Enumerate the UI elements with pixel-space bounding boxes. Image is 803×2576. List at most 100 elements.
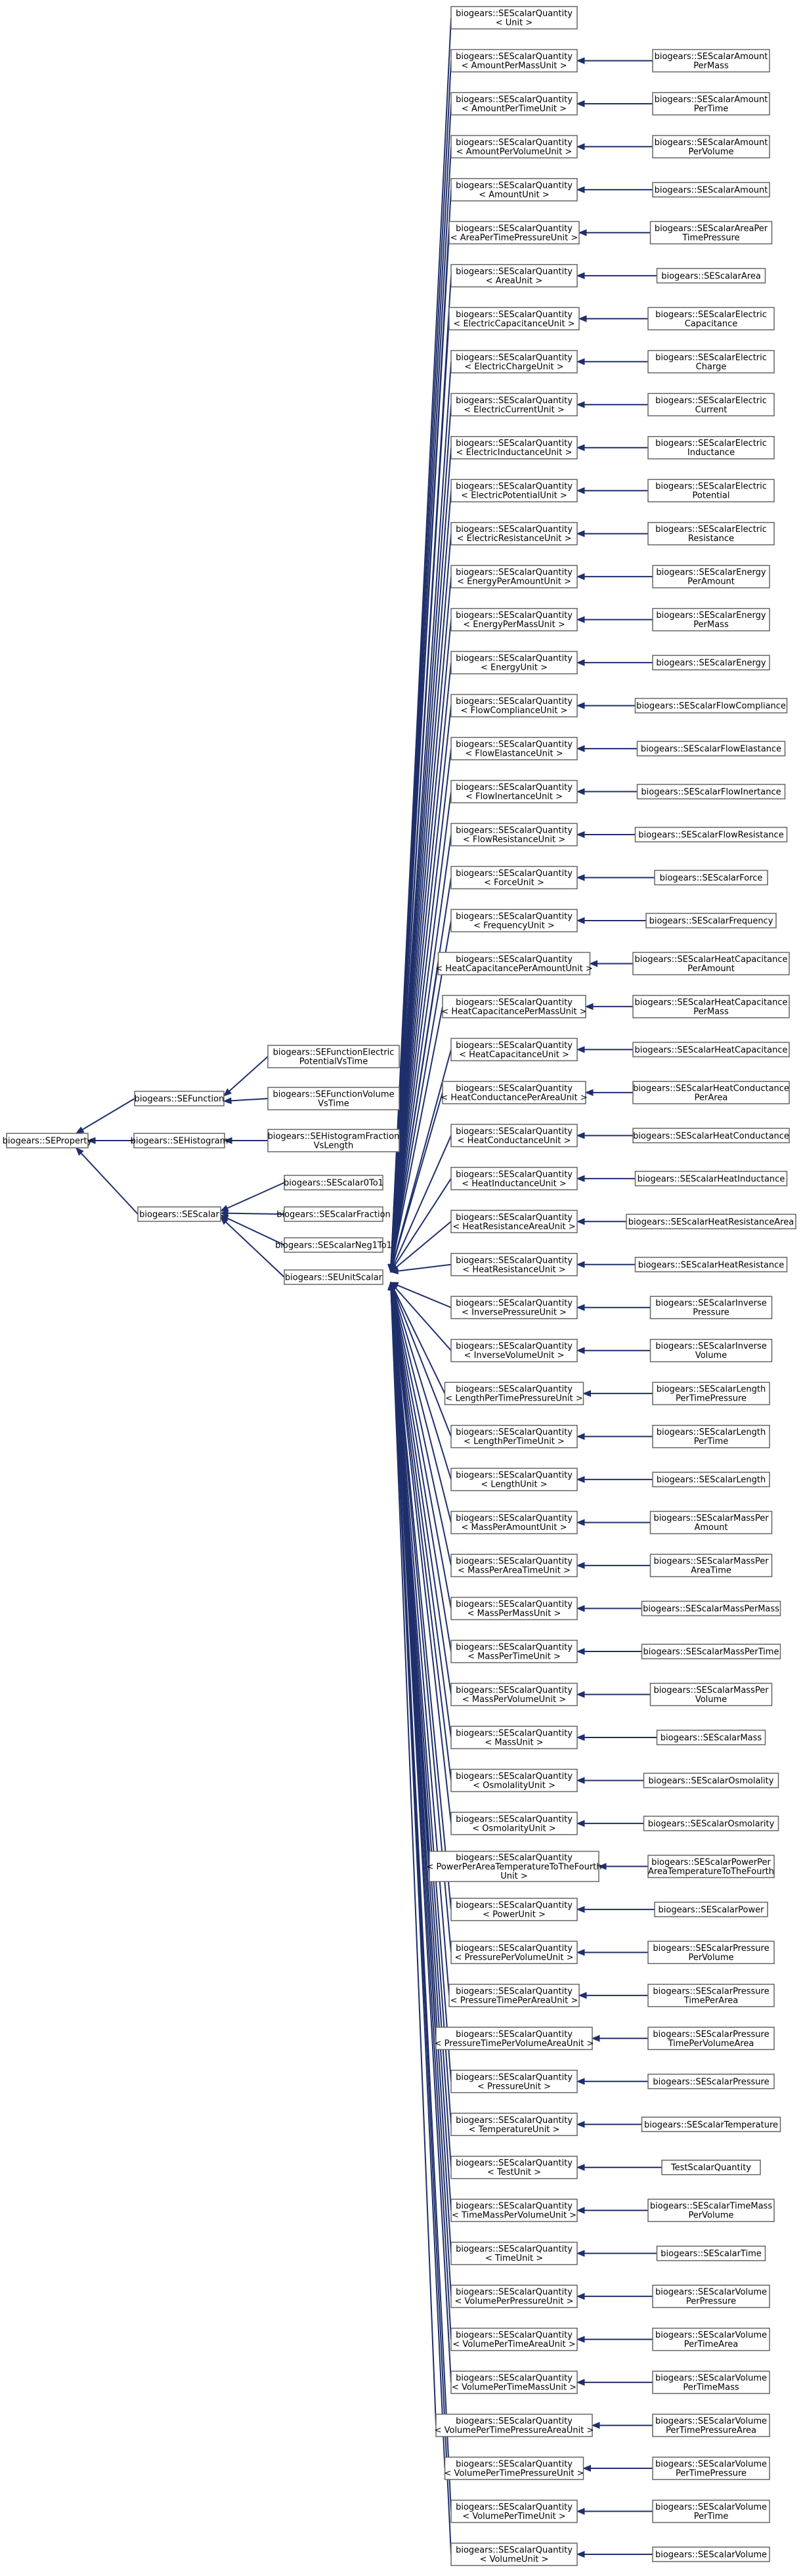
class-scalar-quantity-pressuretimeperareaunit[interactable]: biogears::SEScalarQuantity< PressureTime… (448, 1984, 580, 2007)
class-scalar-quantity-pressureunit[interactable]: biogears::SEScalarQuantity< PressureUnit… (450, 2070, 578, 2093)
class-scalar-quantity-energyperamountunit[interactable]: biogears::SEScalarQuantity< EnergyPerAmo… (450, 565, 578, 588)
class-scalar-quantity-volumeperpressureunit[interactable]: biogears::SEScalarQuantity< VolumePerPre… (450, 2284, 578, 2308)
class-sescalarpowerperareatemperaturetothefourth[interactable]: biogears::SEScalarPowerPerAreaTemperatur… (647, 1854, 775, 1879)
class-scalar-quantity-powerunit[interactable]: biogears::SEScalarQuantity< PowerUnit > (450, 1898, 578, 1921)
class-scalar-quantity-electriccapacitanceunit[interactable]: biogears::SEScalarQuantity< ElectricCapa… (448, 307, 580, 331)
class-sescalarflowelastance[interactable]: biogears::SEScalarFlowElastance (636, 741, 786, 756)
class-scalar-quantity-amountpervolumeunit[interactable]: biogears::SEScalarQuantity< AmountPerVol… (450, 135, 578, 159)
class-seunitscalar[interactable]: biogears::SEUnitScalar (284, 1269, 383, 1285)
class-sescalarmasspertime[interactable]: biogears::SEScalarMassPerTime (641, 1644, 781, 1659)
class-sescalarenergy[interactable]: biogears::SEScalarEnergy (652, 655, 770, 670)
class-scalar-quantity-testunit[interactable]: biogears::SEScalarQuantity< TestUnit > (450, 2155, 578, 2179)
class-scalar-quantity-volumepertimepressureareaunit[interactable]: biogears::SEScalarQuantity< VolumePerTim… (435, 2413, 594, 2437)
class-scalar-quantity-areaunit[interactable]: biogears::SEScalarQuantity< AreaUnit > (450, 264, 578, 288)
class-sescalarheatresistancearea[interactable]: biogears::SEScalarHeatResistanceArea (626, 1213, 796, 1230)
class-sescalarforce[interactable]: biogears::SEScalarForce (654, 869, 768, 886)
class-scalar-quantity-unit[interactable]: biogears::SEScalarQuantity< Unit > (450, 6, 578, 30)
class-sefunction[interactable]: biogears::SEFunction (134, 1091, 225, 1106)
class-sescalaramount[interactable]: biogears::SEScalarAmount (652, 182, 770, 198)
class-scalar-quantity-lengthpertimeunit[interactable]: biogears::SEScalarQuantity< LengthPerTim… (450, 1424, 578, 1449)
class-sescalar0to1[interactable]: biogears::SEScalar0To1 (284, 1175, 383, 1190)
class-scalar-quantity-electricinductanceunit[interactable]: biogears::SEScalarQuantity< ElectricIndu… (450, 435, 578, 460)
class-sescalarvolume[interactable]: biogears::SEScalarVolume (652, 2546, 770, 2562)
class-sescalarfraction[interactable]: biogears::SEScalarFraction (276, 1206, 391, 1222)
class-scalar-quantity-amountunit[interactable]: biogears::SEScalarQuantity< AmountUnit > (450, 178, 578, 202)
class-scalar-quantity-volumeunit[interactable]: biogears::SEScalarQuantity< VolumeUnit > (450, 2543, 578, 2566)
class-scalar-quantity-amountpertimeunit[interactable]: biogears::SEScalarQuantity< AmountPerTim… (450, 92, 578, 116)
class-sehistogram[interactable]: biogears::SEHistogram (131, 1133, 228, 1148)
class-scalar-quantity-heatresistanceareaunit[interactable]: biogears::SEScalarQuantity< HeatResistan… (450, 1210, 578, 1234)
class-scalar-quantity-lengthpertimepressureunit[interactable]: biogears::SEScalarQuantity< LengthPerTim… (444, 1382, 584, 1405)
class-scalar-quantity-electricresistanceunit[interactable]: biogears::SEScalarQuantity< ElectricResi… (450, 521, 578, 546)
class-sescalarheatcapacitance[interactable]: biogears::SEScalarHeatCapacitance (632, 1041, 790, 1058)
class-scalar-quantity-inversevolumeunit[interactable]: biogears::SEScalarQuantity< InverseVolum… (450, 1338, 578, 1363)
class-sescalarneg1to1[interactable]: biogears::SEScalarNeg1To1 (275, 1237, 392, 1253)
class-scalar-quantity-flowresistanceunit[interactable]: biogears::SEScalarQuantity< FlowResistan… (450, 823, 578, 846)
class-sescalarosmolarity[interactable]: biogears::SEScalarOsmolarity (643, 1816, 779, 1831)
class-sescalarmasspermass[interactable]: biogears::SEScalarMassPerMass (641, 1600, 781, 1617)
class-scalar-quantity-flowcomplianceunit[interactable]: biogears::SEScalarQuantity< FlowComplian… (450, 693, 578, 718)
class-scalar-quantity-heatcapacitanceperamountunit[interactable]: biogears::SEScalarQuantity< HeatCapacita… (435, 951, 593, 976)
class-scalar-quantity-pressuretimepervolumeareaunit[interactable]: biogears::SEScalarQuantity< PressureTime… (435, 2026, 594, 2051)
class-scalar-quantity-heatconductanceunit[interactable]: biogears::SEScalarQuantity< HeatConducta… (450, 1124, 578, 1148)
class-scalar-quantity-osmolalityunit[interactable]: biogears::SEScalarQuantity< OsmolalityUn… (450, 1768, 578, 1793)
class-sefunctionelectricpotentialvstime[interactable]: biogears::SEFunctionElectricPotentialVsT… (267, 1045, 400, 1068)
class-scalar-quantity-areapertimepressureunit[interactable]: biogears::SEScalarQuantity< AreaPerTimeP… (448, 221, 580, 245)
class-scalar-quantity-pressurepervolumeunit[interactable]: biogears::SEScalarQuantity< PressurePerV… (450, 1940, 578, 1965)
class-sescalarvolumepertimepressurearea[interactable]: biogears::SEScalarVolumePerTimePressureA… (652, 2413, 770, 2437)
class-sescalarflowcompliance[interactable]: biogears::SEScalarFlowCompliance (634, 697, 788, 714)
class-scalar-quantity-volumepertimemassunit[interactable]: biogears::SEScalarQuantity< VolumePerTim… (450, 2370, 578, 2394)
class-sescalar[interactable]: biogears::SEScalar (137, 1206, 221, 1222)
class-scalar-quantity-heatinductanceunit[interactable]: biogears::SEScalarQuantity< HeatInductan… (450, 1167, 578, 1190)
class-sescalartemperature[interactable]: biogears::SEScalarTemperature (641, 2116, 781, 2133)
class-sescalarmass[interactable]: biogears::SEScalarMass (656, 1730, 766, 1745)
class-scalar-quantity-flowelastanceunit[interactable]: biogears::SEScalarQuantity< FlowElastanc… (450, 737, 578, 760)
class-scalar-quantity-masspertimeunit[interactable]: biogears::SEScalarQuantity< MassPerTimeU… (450, 1640, 578, 1663)
class-scalar-quantity-heatcapacitancepermassunit[interactable]: biogears::SEScalarQuantity< HeatCapacita… (441, 995, 587, 1018)
class-scalar-quantity-lengthunit[interactable]: biogears::SEScalarQuantity< LengthUnit > (450, 1468, 578, 1491)
class-scalar-quantity-temperatureunit[interactable]: biogears::SEScalarQuantity< TemperatureU… (450, 2112, 578, 2137)
class-scalar-quantity-masspermassunit[interactable]: biogears::SEScalarQuantity< MassPerMassU… (450, 1596, 578, 1621)
class-scalar-quantity-massperareatimeunit[interactable]: biogears::SEScalarQuantity< MassPerAreaT… (450, 1554, 578, 1577)
class-scalar-quantity-volumepertimepressureunit[interactable]: biogears::SEScalarQuantity< VolumePerTim… (445, 2456, 584, 2480)
class-scalar-quantity-forceunit[interactable]: biogears::SEScalarQuantity< ForceUnit > (450, 865, 578, 890)
class-sescalarpower[interactable]: biogears::SEScalarPower (654, 1902, 768, 1917)
class-seproperty[interactable]: biogears::SEProperty (3, 1133, 93, 1148)
class-scalar-quantity-heatcapacitanceunit[interactable]: biogears::SEScalarQuantity< HeatCapacita… (450, 1037, 578, 1062)
class-sescalarpressuretimepervolumearea[interactable]: biogears::SEScalarPressureTimePerVolumeA… (647, 2026, 775, 2051)
class-scalar-quantity-timeunit[interactable]: biogears::SEScalarQuantity< TimeUnit > (450, 2241, 578, 2265)
class-scalar-quantity-heatresistanceunit[interactable]: biogears::SEScalarQuantity< HeatResistan… (450, 1253, 578, 1277)
class-sescalarflowinertance[interactable]: biogears::SEScalarFlowInertance (636, 783, 786, 800)
class-scalar-quantity-volumepertimeunit[interactable]: biogears::SEScalarQuantity< VolumePerTim… (450, 2499, 578, 2523)
class-scalar-quantity-energypermassunit[interactable]: biogears::SEScalarQuantity< EnergyPerMas… (450, 607, 578, 632)
class-scalar-quantity-amountpermassunit[interactable]: biogears::SEScalarQuantity< AmountPerMas… (450, 49, 578, 73)
class-sescalarfrequency[interactable]: biogears::SEScalarFrequency (645, 913, 777, 928)
class-scalar-quantity-volumepertimeareaunit[interactable]: biogears::SEScalarQuantity< VolumePerTim… (450, 2327, 578, 2351)
class-scalar-quantity-frequencyunit[interactable]: biogears::SEScalarQuantity< FrequencyUni… (450, 909, 578, 932)
class-scalar-quantity-electriccurrentunit[interactable]: biogears::SEScalarQuantity< ElectricCurr… (450, 393, 578, 417)
